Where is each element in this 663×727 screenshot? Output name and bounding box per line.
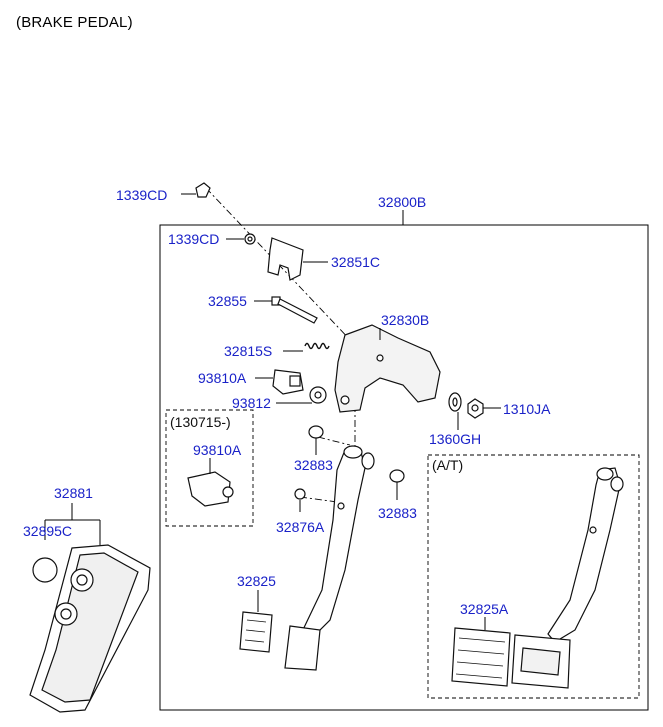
- washer-1360gh: [448, 392, 462, 430]
- label-1339cd-inner: 1339CD: [168, 231, 219, 247]
- bracket-32851c: [267, 237, 328, 281]
- nut-1339cd-outer: [181, 182, 211, 198]
- spring-32815s: [283, 342, 330, 352]
- label-32800b: 32800B: [378, 194, 426, 210]
- label-at: (A/T): [432, 457, 463, 473]
- leader-32881: [44, 503, 101, 545]
- label-93812: 93812: [232, 395, 271, 411]
- label-32876a: 32876A: [276, 519, 325, 535]
- cap-32895c: [32, 557, 58, 583]
- label-32825a: 32825A: [460, 601, 509, 617]
- bushing-32883-a: [308, 425, 324, 455]
- nut-1310ja: [467, 398, 501, 419]
- switch-93810a-new: [187, 458, 234, 507]
- label-32895c: 32895C: [23, 523, 72, 539]
- pedal-arm-32825: [239, 445, 375, 671]
- box-at: [427, 454, 640, 699]
- label-32815s: 32815S: [224, 343, 272, 359]
- nut-1339cd-inner: [226, 233, 256, 245]
- label-130715: (130715-): [170, 414, 231, 430]
- label-32855: 32855: [208, 293, 247, 309]
- label-32881: 32881: [54, 485, 93, 501]
- label-32883-a: 32883: [294, 457, 333, 473]
- assembly-line-d: [317, 436, 351, 446]
- label-1360gh: 1360GH: [429, 431, 481, 447]
- label-93810a: 93810A: [198, 370, 247, 386]
- stopper-93812: [276, 386, 327, 404]
- label-32883-b: 32883: [378, 505, 417, 521]
- pedal-pad-32881: [29, 544, 151, 713]
- label-93810a-box: 93810A: [193, 442, 242, 458]
- label-1310ja: 1310JA: [503, 401, 551, 417]
- box-130715: [165, 409, 254, 527]
- switch-93810a: [255, 369, 304, 395]
- bushing-32883-b: [389, 469, 405, 500]
- bolt-32855: [254, 296, 318, 324]
- pedal-bracket-32830b: [334, 324, 441, 413]
- pedal-arm-32825a: [451, 467, 624, 689]
- label-32830b: 32830B: [381, 312, 429, 328]
- diagram-title: (BRAKE PEDAL): [16, 14, 133, 31]
- assembly-line-a: [205, 187, 356, 346]
- label-1339cd-outer: 1339CD: [116, 187, 167, 203]
- stopper-32876a: [294, 488, 306, 512]
- label-32825: 32825: [237, 573, 276, 589]
- label-32851c: 32851C: [331, 254, 380, 270]
- assembly-frame: [159, 224, 649, 711]
